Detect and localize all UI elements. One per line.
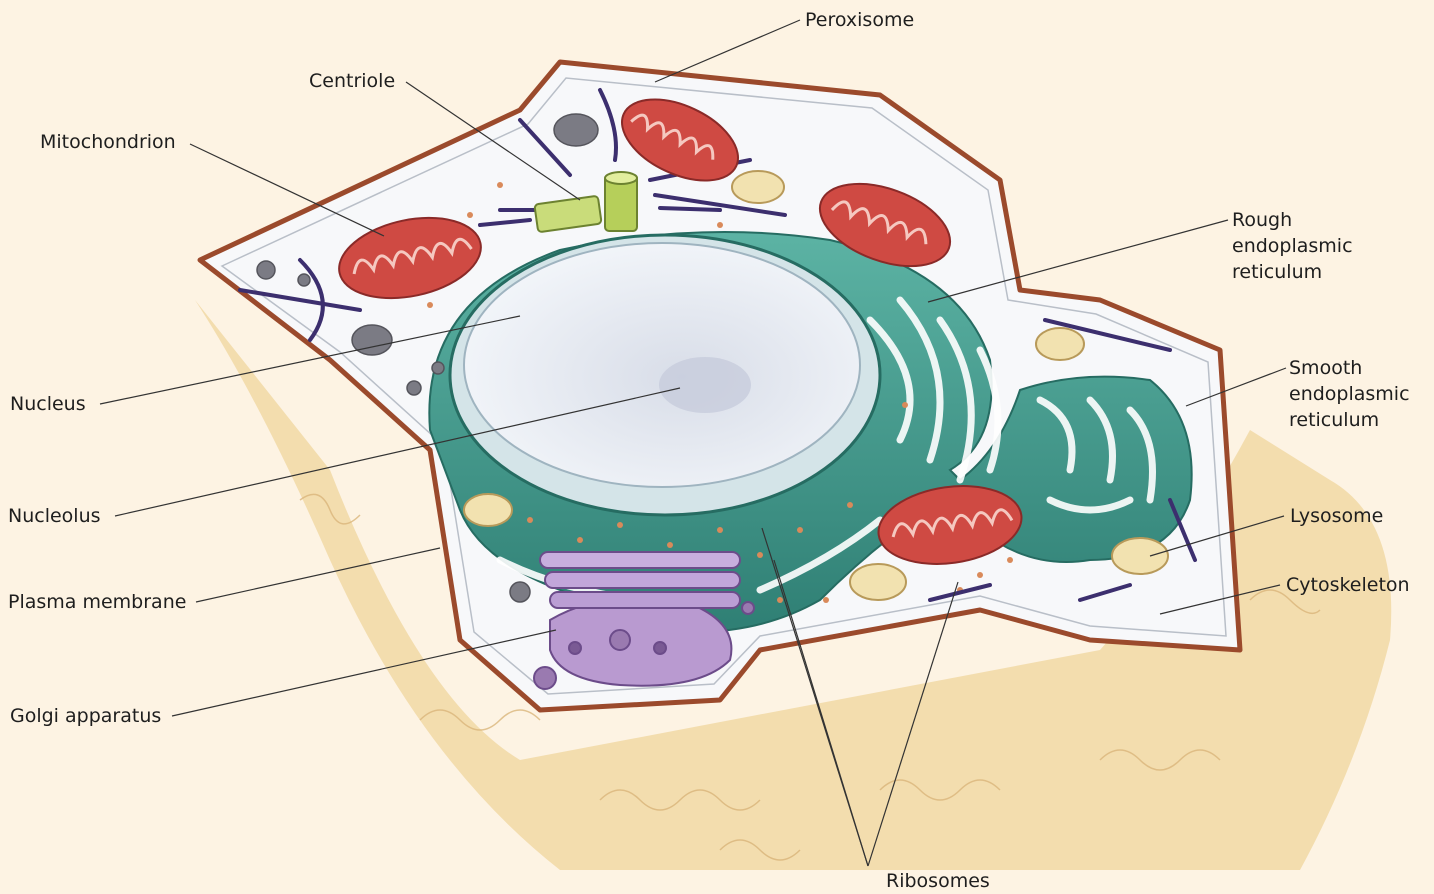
label-rough-er-line-3: reticulum	[1232, 259, 1353, 285]
label-smooth-er-line-2: endoplasmic	[1289, 381, 1410, 407]
label-ribosomes: Ribosomes	[886, 868, 990, 894]
label-lysosome: Lysosome	[1290, 503, 1383, 529]
label-rough-er-line-2: endoplasmic	[1232, 233, 1353, 259]
label-smooth-er-line-1: Smooth	[1289, 355, 1410, 381]
label-golgi-apparatus: Golgi apparatus	[10, 703, 161, 729]
label-plasma-membrane: Plasma membrane	[8, 589, 186, 615]
label-nucleus: Nucleus	[10, 391, 86, 417]
nucleus-shape	[464, 243, 860, 487]
label-cytoskeleton: Cytoskeleton	[1286, 572, 1410, 598]
label-smooth-er-line-3: reticulum	[1289, 407, 1410, 433]
label-mitochondrion: Mitochondrion	[40, 129, 176, 155]
label-centriole: Centriole	[309, 68, 395, 94]
label-nucleolus: Nucleolus	[8, 503, 101, 529]
leader-plasma-membrane	[196, 548, 440, 602]
label-peroxisome: Peroxisome	[805, 7, 914, 33]
label-smooth-er: Smooth endoplasmic reticulum	[1289, 355, 1410, 433]
label-rough-er: Rough endoplasmic reticulum	[1232, 207, 1353, 285]
nucleolus-shape	[659, 357, 751, 413]
leader-peroxisome	[655, 20, 800, 82]
label-rough-er-line-1: Rough	[1232, 207, 1353, 233]
